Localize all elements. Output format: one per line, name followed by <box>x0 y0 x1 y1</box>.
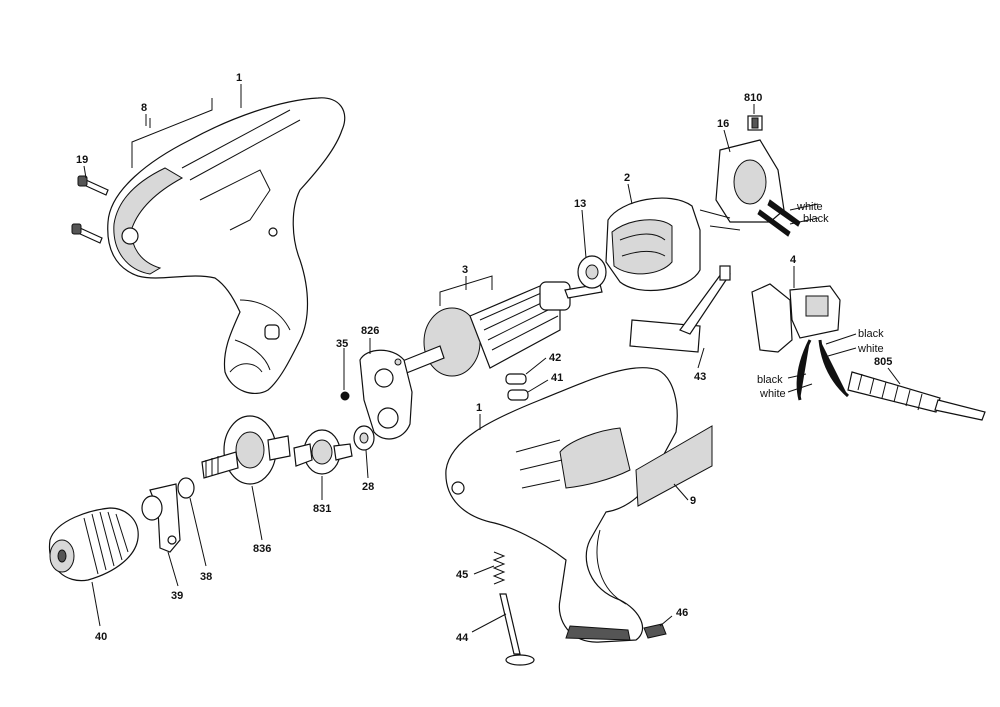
part-label-42: 42 <box>549 352 561 364</box>
spindle-gear-part <box>201 415 291 485</box>
intermediate-gear-part <box>293 429 353 475</box>
part-label-28: 28 <box>362 481 374 493</box>
power-cord-part <box>847 371 986 421</box>
screw-part <box>77 175 109 196</box>
part-number-labels: 1 8 19 3 13 2 16 810 4 805 43 826 35 42 … <box>76 72 892 644</box>
wire-label-cord-black-top: black <box>858 328 884 340</box>
part-label-13: 13 <box>574 198 586 210</box>
carbon-brush-part <box>747 115 763 131</box>
armature-part <box>399 281 603 377</box>
part-label-8: 8 <box>141 102 147 114</box>
sleeve-bearing-part <box>353 425 375 451</box>
brush-holder-part <box>699 139 801 237</box>
part-label-1b: 1 <box>476 402 482 414</box>
part-label-9: 9 <box>690 495 696 507</box>
part-label-3: 3 <box>462 264 468 276</box>
part-label-810: 810 <box>744 92 762 104</box>
part-label-826: 826 <box>361 325 379 337</box>
keyless-chuck-part <box>48 507 139 582</box>
callout-bracket <box>131 98 213 168</box>
spring-part <box>492 551 506 585</box>
part-label-43: 43 <box>694 371 706 383</box>
part-label-45: 45 <box>456 569 468 581</box>
part-label-836: 836 <box>253 543 271 555</box>
leader-lines <box>83 84 901 633</box>
wire-label-cord-white-top: white <box>857 343 884 355</box>
pin-part <box>505 373 527 385</box>
switch-part <box>751 283 849 401</box>
housing-half-part <box>107 97 346 394</box>
clip-part <box>643 623 667 639</box>
housing-half-part <box>445 367 678 643</box>
part-label-19: 19 <box>76 154 88 166</box>
wire-label-cord-black-bottom: black <box>757 374 783 386</box>
wire-color-labels: white black black white black white <box>757 201 884 400</box>
lock-slide-part <box>629 265 731 353</box>
part-label-39: 39 <box>171 590 183 602</box>
part-label-4: 4 <box>790 254 797 266</box>
steel-ball-part <box>340 391 350 401</box>
wire-label-cord-white-bottom: white <box>759 388 786 400</box>
ball-bearing-part <box>577 255 607 289</box>
field-stator-part <box>605 197 701 292</box>
part-label-831: 831 <box>313 503 331 515</box>
selector-rod-part <box>499 593 535 666</box>
bearing-plate-part <box>141 483 181 553</box>
part-label-805: 805 <box>874 356 892 368</box>
wire-label-switch-white: white <box>796 201 823 213</box>
part-label-35: 35 <box>336 338 348 350</box>
part-label-2: 2 <box>624 172 630 184</box>
gear-housing-plate-part <box>359 349 413 440</box>
wire-label-switch-black: black <box>803 213 829 225</box>
part-label-40: 40 <box>95 631 107 643</box>
rating-label-part <box>635 425 713 507</box>
part-label-46: 46 <box>676 607 688 619</box>
part-label-1a: 1 <box>236 72 242 84</box>
part-label-41: 41 <box>551 372 563 384</box>
part-label-38: 38 <box>200 571 212 583</box>
part-label-44: 44 <box>456 632 469 644</box>
screw-part <box>71 223 103 244</box>
part-label-16: 16 <box>717 118 729 130</box>
pin-part <box>507 389 529 401</box>
o-ring-part <box>177 477 195 499</box>
